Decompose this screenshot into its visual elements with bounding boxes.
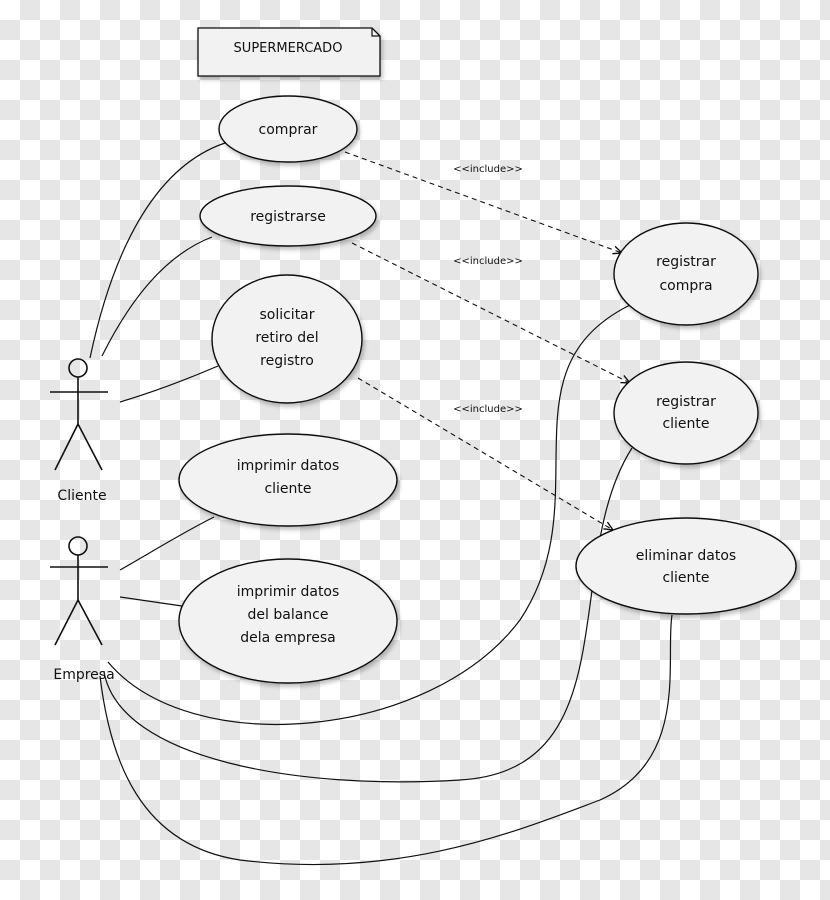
- use-case-registrarse: registrarse: [199, 185, 377, 247]
- use-case-imprimir-cliente-label-2: cliente: [264, 481, 311, 497]
- assoc-cliente-registrarse: [101, 236, 213, 357]
- include-dependencies: <<include>> <<include>> <<include>>: [344, 151, 630, 530]
- use-case-solicitar-retiro: solicitar retiro del registro: [211, 274, 363, 404]
- actor-cliente: Cliente: [50, 358, 108, 504]
- actor-empresa: Empresa: [50, 536, 115, 683]
- assoc-empresa-imprimir-balance: [119, 596, 183, 607]
- use-case-imprimir-balance: imprimir datos del balance dela empresa: [178, 558, 398, 684]
- use-case-registrarse-label: registrarse: [250, 209, 326, 225]
- include-solicitar-eliminar-datos: [357, 377, 613, 530]
- use-case-imprimir-datos-cliente: imprimir datos cliente: [178, 433, 398, 527]
- actor-empresa-figure: [50, 536, 108, 646]
- use-case-registrar-compra-label-2: compra: [659, 278, 712, 294]
- include-label-1: <<include>>: [453, 164, 523, 175]
- include-label-2: <<include>>: [453, 256, 523, 267]
- use-case-imprimir-balance-label-1: imprimir datos: [237, 584, 340, 600]
- use-case-imprimir-cliente-label-1: imprimir datos: [237, 458, 340, 474]
- assoc-empresa-imprimir-cliente: [119, 516, 215, 571]
- assoc-cliente-solicitar: [119, 365, 219, 403]
- include-comprar-registrar-compra: [344, 151, 622, 253]
- use-case-eliminar-label-2: cliente: [662, 570, 709, 586]
- use-case-registrar-cliente: registrar cliente: [613, 361, 759, 465]
- use-case-eliminar-label-1: eliminar datos: [636, 548, 736, 564]
- use-case-registrar-cliente-label-2: cliente: [662, 416, 709, 432]
- use-case-eliminar-datos-cliente: eliminar datos cliente: [575, 517, 797, 615]
- use-case-solicitar-label-3: registro: [260, 353, 314, 369]
- use-case-solicitar-label-1: solicitar: [259, 307, 314, 323]
- actor-empresa-label: Empresa: [53, 667, 114, 683]
- use-case-registrar-compra-label-1: registrar: [656, 254, 716, 270]
- assoc-cliente-comprar: [89, 142, 226, 359]
- assoc-empresa-registrar-compra: [107, 304, 631, 725]
- actor-cliente-figure: [50, 358, 108, 471]
- actor-cliente-label: Cliente: [57, 488, 106, 504]
- cliente-associations: [89, 142, 226, 403]
- use-case-imprimir-balance-label-2: del balance: [248, 607, 329, 623]
- use-case-imprimir-balance-label-3: dela empresa: [240, 630, 336, 646]
- include-registrarse-registrar-cliente: [351, 242, 630, 383]
- use-case-registrar-compra: registrar compra: [613, 222, 759, 326]
- system-title-note: SUPERMERCADO: [197, 27, 381, 77]
- use-case-comprar: comprar: [218, 95, 358, 163]
- assoc-empresa-eliminar-datos: [99, 614, 673, 866]
- use-case-comprar-label: comprar: [259, 122, 318, 138]
- system-title: SUPERMERCADO: [234, 41, 343, 56]
- include-label-3: <<include>>: [453, 404, 523, 415]
- use-case-registrar-cliente-label-1: registrar: [656, 394, 716, 410]
- use-case-solicitar-label-2: retiro del: [255, 330, 318, 346]
